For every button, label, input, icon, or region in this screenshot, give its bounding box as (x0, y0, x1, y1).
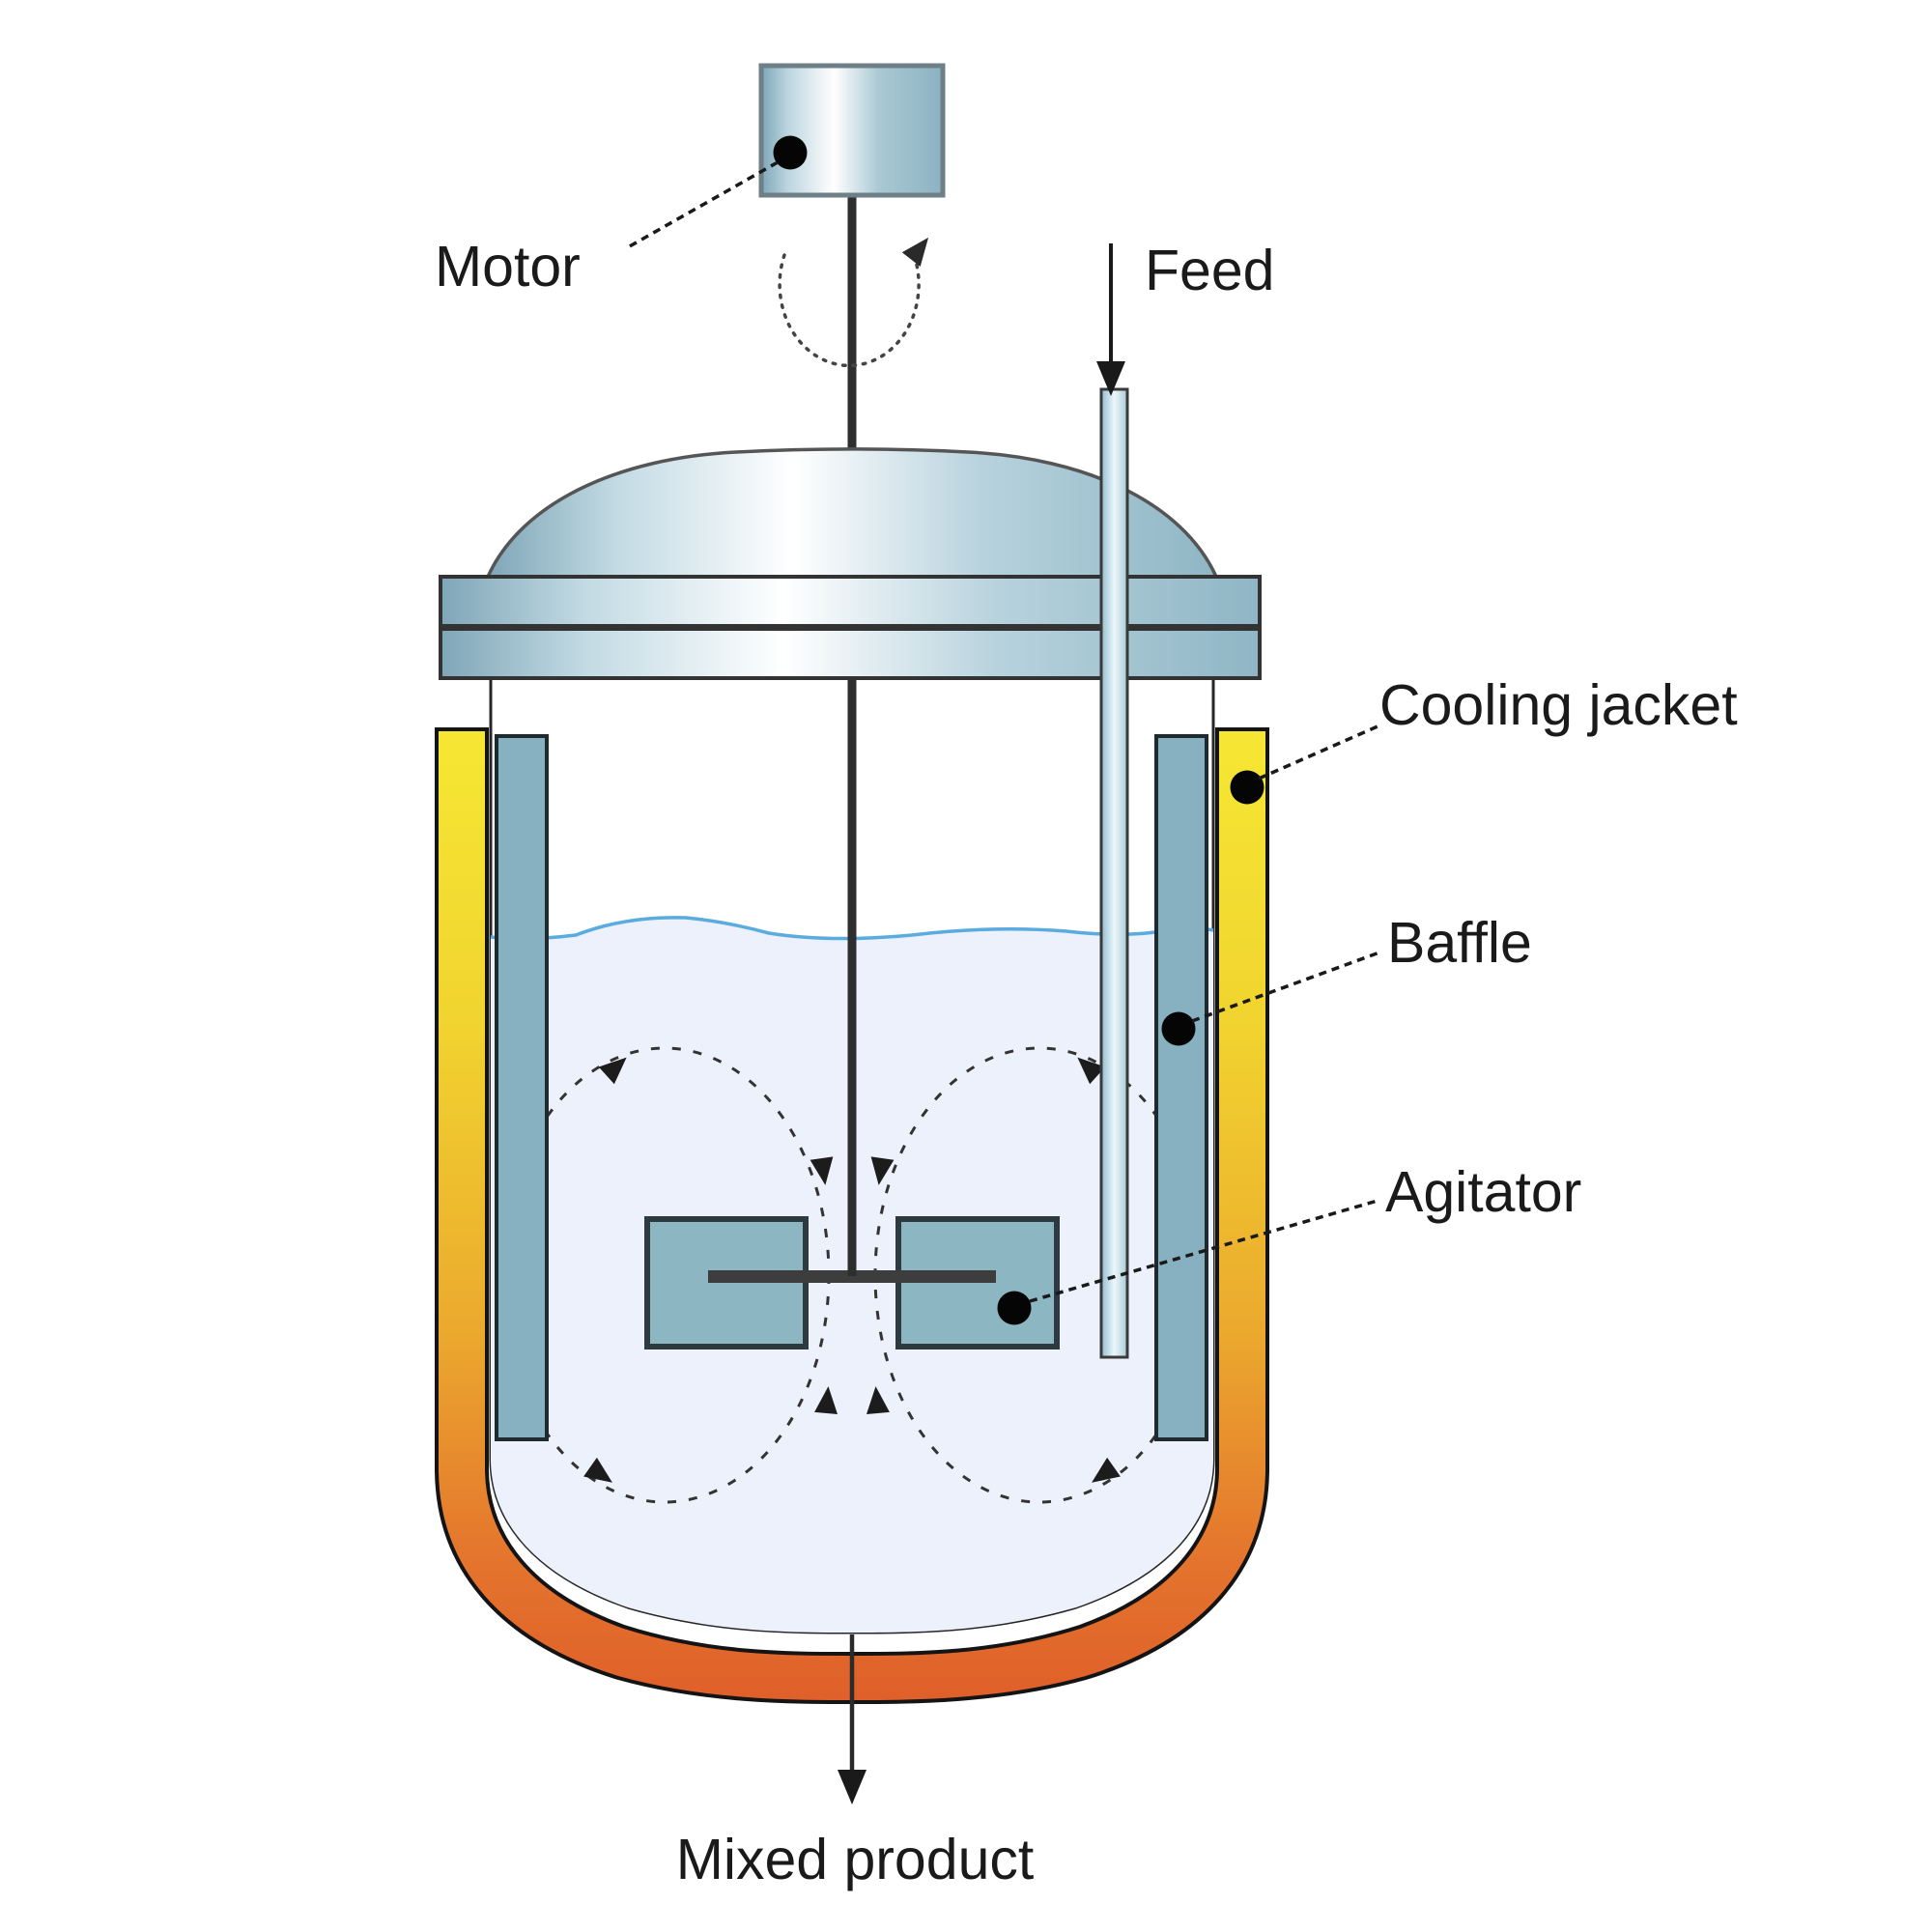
baffle-right (1154, 734, 1208, 1441)
flow-arrow-icon (870, 1156, 895, 1185)
flow-arrow-icon (814, 1386, 838, 1415)
agitator-leader-line (1029, 1199, 1378, 1303)
mixed-product-label: Mixed product (675, 1828, 1035, 1891)
cooling-jacket-leader-line (1258, 724, 1378, 781)
flow-arrow-icon (867, 1386, 890, 1415)
baffle-left (495, 734, 549, 1441)
feed-arrow-icon (1096, 361, 1125, 396)
agitator-label: Agitator (1385, 1160, 1582, 1224)
vessel-flange-lower (439, 627, 1262, 680)
baffle-label: Baffle (1387, 911, 1532, 975)
rotation-arrow-arc (778, 253, 921, 368)
vessel-dome (485, 447, 1219, 579)
agitator-callout-dot (997, 1291, 1032, 1325)
motor-label: Motor (435, 235, 581, 298)
cooling-jacket (435, 727, 1269, 1704)
cooling-jacket-label: Cooling jacket (1379, 673, 1738, 737)
outlet-arrow-icon (838, 1770, 867, 1804)
impeller-crossbar (708, 1270, 996, 1283)
motor-leader-line (627, 160, 779, 249)
flow-arrow-icon (583, 1457, 612, 1483)
flow-arrow-icon (810, 1156, 834, 1185)
motor-callout-dot (773, 135, 808, 170)
feed-pipe (1099, 387, 1129, 1359)
vessel-flange-upper (439, 575, 1262, 628)
motor-box (758, 63, 946, 198)
flow-arrow-icon (1092, 1457, 1121, 1483)
liquid-surface-wave (490, 916, 1214, 941)
baffle-leader-line (1191, 951, 1380, 1023)
baffle-callout-dot (1161, 1011, 1196, 1046)
flow-arrow-icon (1077, 1057, 1106, 1085)
cooling-jacket-callout-dot (1230, 770, 1264, 805)
rotation-arrow-icon (901, 237, 929, 268)
feed-label: Feed (1145, 239, 1275, 302)
flow-arrow-icon (598, 1057, 627, 1085)
